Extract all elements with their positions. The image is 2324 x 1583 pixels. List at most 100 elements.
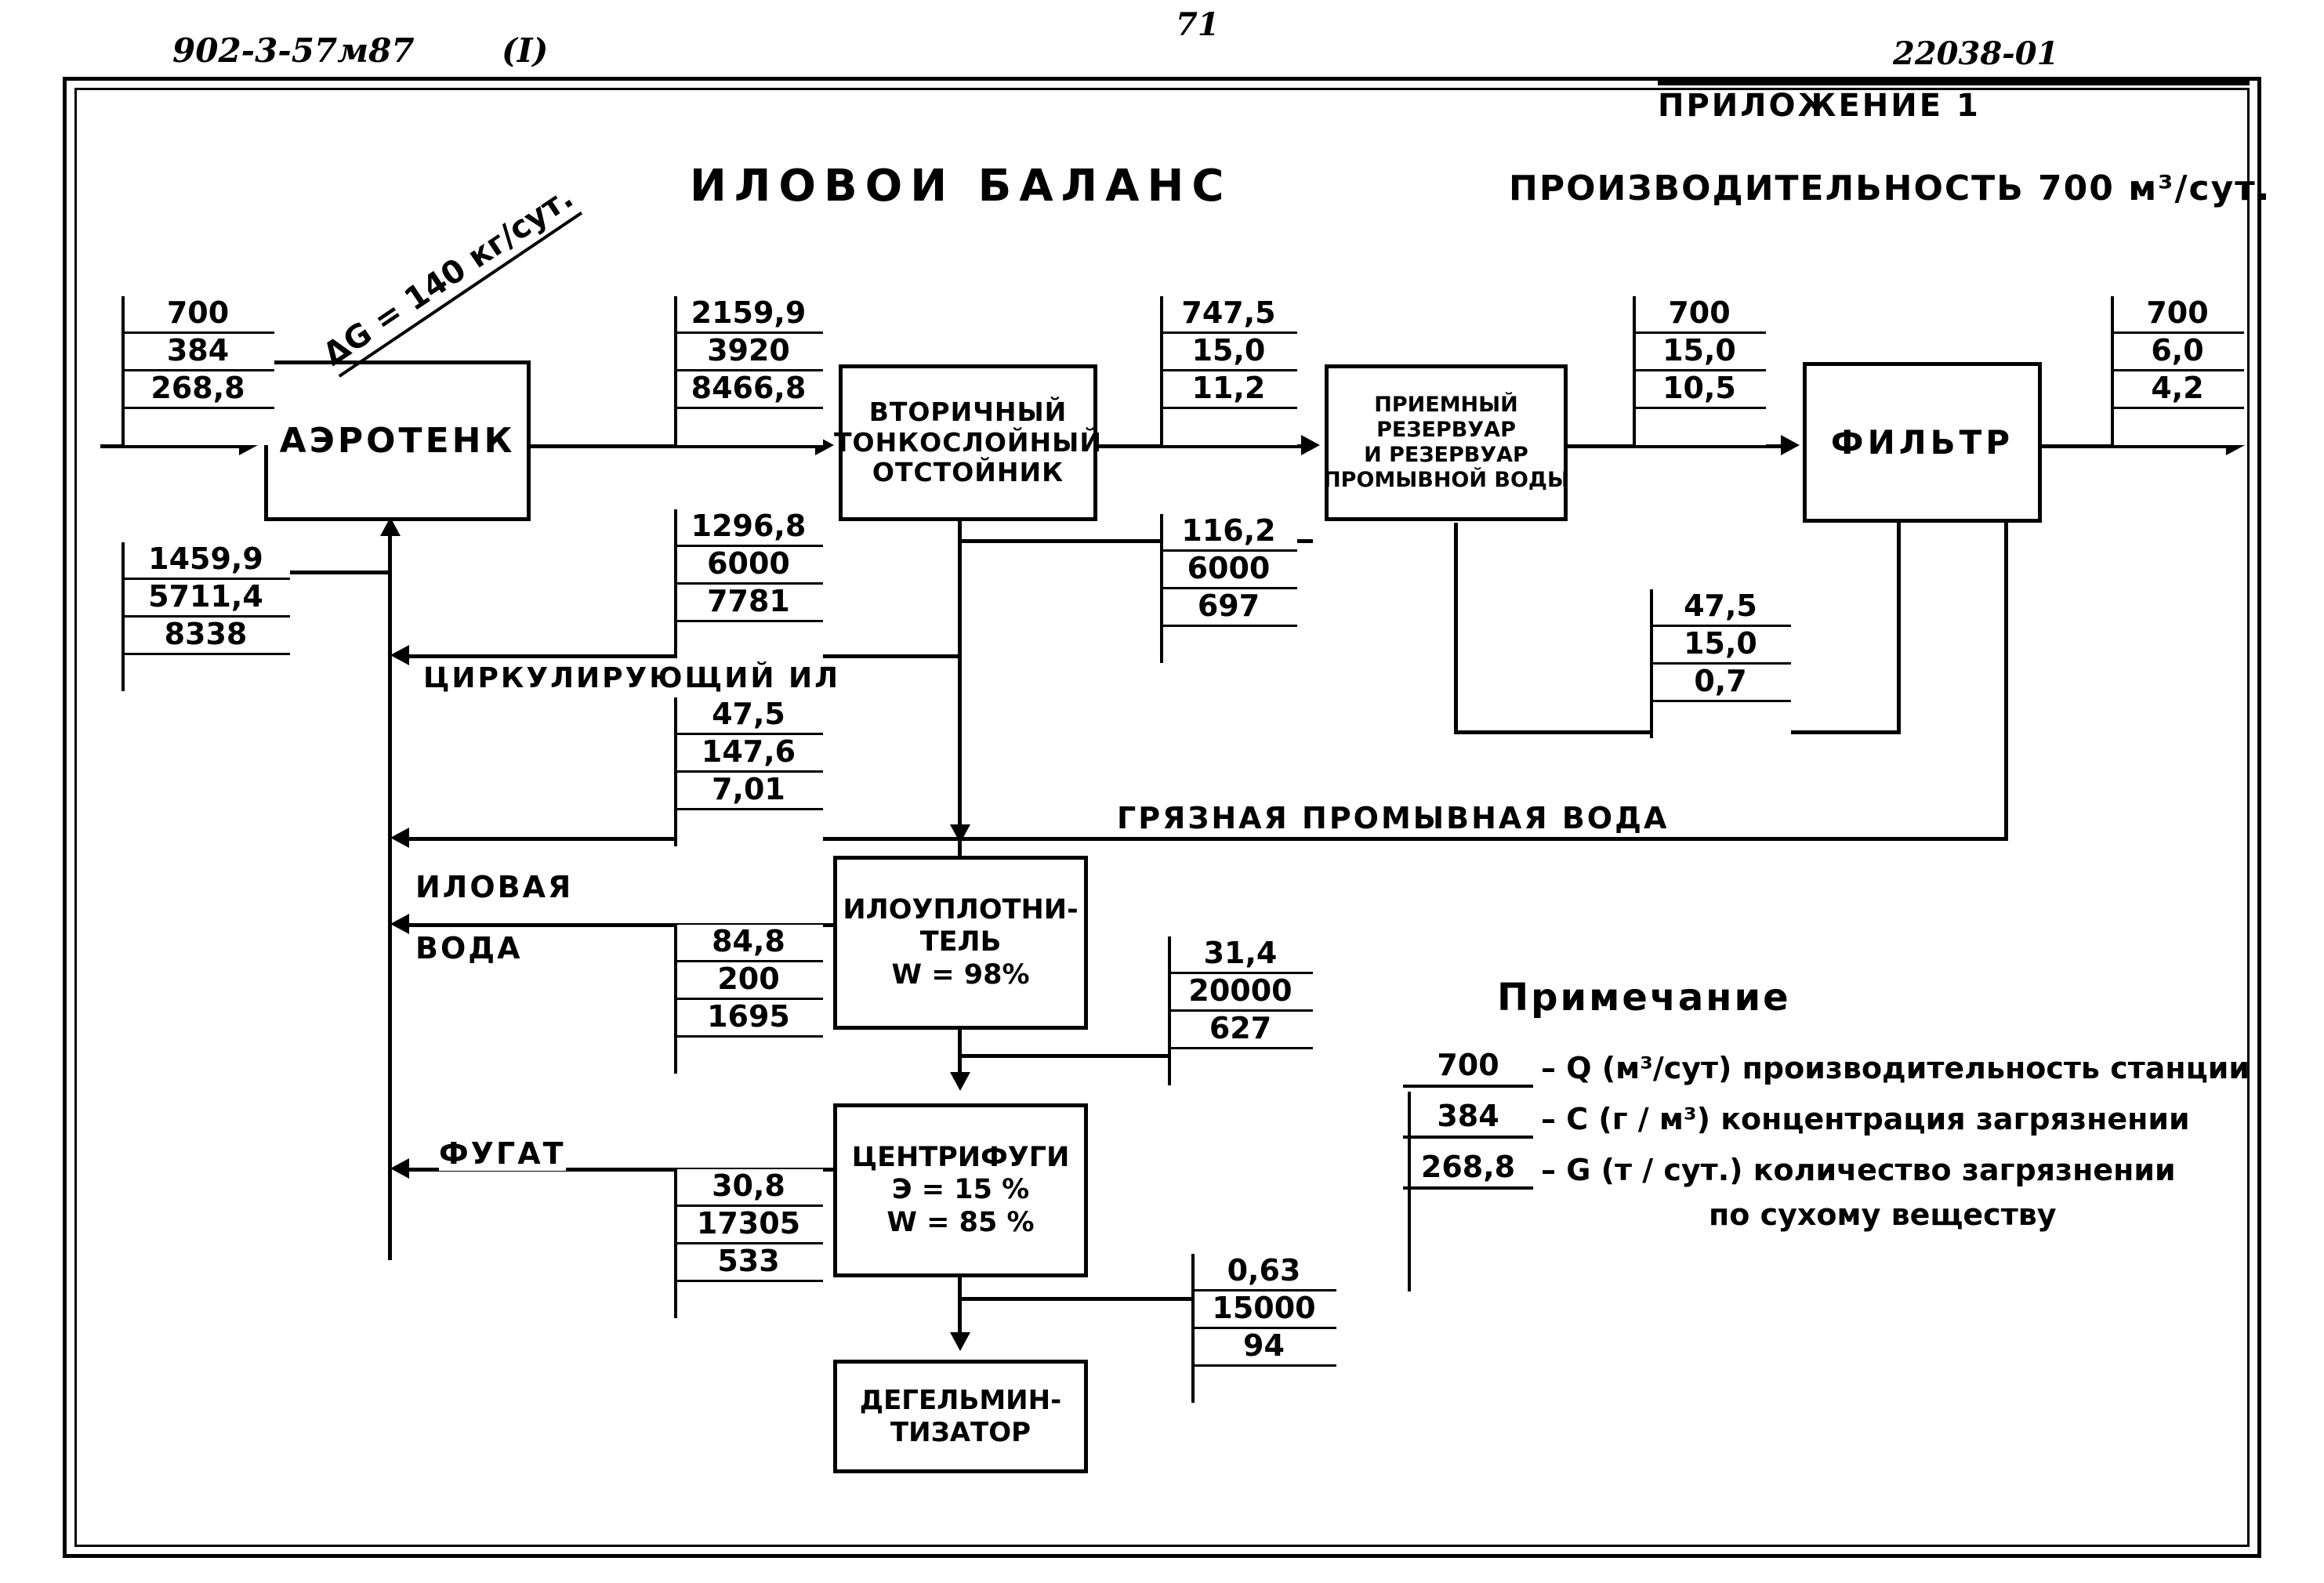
- capacity-title: ПРОИЗВОДИТЕЛЬНОСТЬ 700 м³/сут.: [1509, 168, 2271, 208]
- node-filter[interactable]: ФИЛЬТР: [1803, 362, 2042, 523]
- values-to-reservoir-g: 11,2: [1160, 371, 1297, 409]
- node-settler-line3: ОТСТОЙНИК: [872, 457, 1064, 488]
- dirty-wash-water-label: ГРЯЗНАЯ ПРОМЫВНАЯ ВОДА: [1117, 801, 1670, 835]
- note-row-g-text: – G (т / сут.) количество загрязнении: [1541, 1153, 2176, 1187]
- values-to-settler: 2159,9 3920 8466,8: [674, 296, 823, 445]
- values-to-reservoir-q: 747,5: [1160, 296, 1297, 334]
- values-fugate: 30,8 17305 533: [674, 1169, 823, 1318]
- values-wash-sludge-g: 697: [1160, 589, 1297, 627]
- values-return-sludge-c: 5711,4: [121, 580, 290, 618]
- values-thickened-c: 20000: [1168, 974, 1313, 1012]
- node-aerotank-label: АЭРОТЕНК: [279, 420, 516, 461]
- values-to-filter: 700 15,0 10,5: [1633, 296, 1766, 445]
- flow-line-inlet: [100, 444, 249, 448]
- flow-line-aerotank-settler: [531, 444, 825, 448]
- node-reservoir-line4: ПРОМЫВНОЙ ВОДЫ: [1323, 467, 1569, 492]
- node-reservoir-line1: ПРИЕМНЫЙ: [1374, 393, 1518, 418]
- arrow-to-filter: [1781, 435, 1800, 455]
- centrifuge-to-dehelm-line: [958, 1277, 962, 1340]
- sludge-water-label-2: ВОДА: [415, 931, 523, 965]
- values-fugate-q: 30,8: [674, 1169, 823, 1207]
- values-to-filter-g: 10,5: [1633, 371, 1766, 409]
- node-dehelm-line2: ТИЗАТОР: [890, 1416, 1031, 1448]
- node-centrifuges[interactable]: ЦЕНТРИФУГИ Э = 15 % W = 85 %: [833, 1103, 1088, 1277]
- values-inlet-bracket: [121, 296, 125, 445]
- values-inlet-c: 384: [121, 334, 274, 371]
- values-excess-sludge: 47,5 147,6 7,01: [674, 697, 823, 846]
- node-settler-line2: ТОНКОСЛОЙНЫЙ: [834, 426, 1102, 458]
- page-number: 71: [1176, 6, 1220, 43]
- values-circ-sludge-q: 1296,8: [674, 509, 823, 547]
- page-title: ИЛОВОИ БАЛАНС: [690, 161, 1232, 212]
- fugate-line: [409, 1168, 836, 1172]
- values-cake: 0,63 15000 94: [1191, 1254, 1336, 1403]
- values-inlet-q: 700: [121, 296, 274, 334]
- arrow-centrifuge-to-dehelm: [950, 1332, 970, 1351]
- note-bracket: [1408, 1092, 1411, 1291]
- dirty-wash-water-line: [409, 837, 2008, 841]
- circulating-sludge-label: ЦИРКУЛИРУЮЩИЙ ИЛ: [423, 662, 841, 694]
- return-line-riser: [388, 533, 392, 572]
- arrow-thickener-to-centrifuge: [950, 1072, 970, 1091]
- sludge-water-line: [409, 923, 836, 927]
- values-wash-water-g: 0,7: [1650, 665, 1791, 702]
- fugate-label: ФУГАТ: [439, 1136, 566, 1171]
- values-fugate-g: 533: [674, 1244, 823, 1282]
- values-excess-sludge-bracket: [674, 697, 677, 846]
- arrow-fugate: [390, 1158, 409, 1179]
- note-row-c: 384 – C (г / м³) концентрация загрязнени…: [1403, 1099, 2250, 1139]
- header-right-code: 22038-01: [1893, 35, 2059, 72]
- node-secondary-settler[interactable]: ВТОРИЧНЫЙ ТОНКОСЛОЙНЫЙ ОТСТОЙНИК: [834, 364, 1101, 521]
- sheet-frame-outer: [63, 77, 2261, 1558]
- values-fugate-bracket: [674, 1169, 677, 1318]
- values-to-reservoir-c: 15,0: [1160, 334, 1297, 371]
- node-thickener-line1: ИЛОУПЛОТНИ-: [843, 894, 1079, 926]
- settler-to-thickener-line: [958, 521, 962, 839]
- values-wash-sludge: 116,2 6000 697: [1160, 514, 1297, 663]
- node-aerotank[interactable]: АЭРОТЕНК: [264, 360, 531, 521]
- values-to-settler-c: 3920: [674, 334, 823, 371]
- values-fugate-c: 17305: [674, 1207, 823, 1244]
- values-circ-sludge: 1296,8 6000 7781: [674, 509, 823, 658]
- node-sludge-thickener[interactable]: ИЛОУПЛОТНИ- ТЕЛЬ W = 98%: [833, 856, 1088, 1030]
- node-dehelminthizer[interactable]: ДЕГЕЛЬМИН- ТИЗАТОР: [833, 1360, 1088, 1473]
- values-outlet-g: 4,2: [2111, 371, 2244, 409]
- arrow-to-reservoir: [1301, 435, 1320, 455]
- values-wash-sludge-bracket: [1160, 514, 1163, 663]
- node-thickener-line3: W = 98%: [891, 958, 1030, 991]
- values-wash-sludge-c: 6000: [1160, 552, 1297, 589]
- values-sludge-water-q: 84,8: [674, 925, 823, 962]
- appendix-label: ПРИЛОЖЕНИЕ 1: [1658, 88, 1981, 124]
- values-to-filter-q: 700: [1633, 296, 1766, 334]
- flow-line-filter-outlet: [2042, 444, 2238, 448]
- node-reservoir-line2: РЕЗЕРВУАР: [1376, 418, 1516, 443]
- note-title: Примечание: [1497, 976, 1791, 1020]
- values-cake-g: 94: [1191, 1329, 1336, 1367]
- values-outlet: 700 6,0 4,2: [2111, 296, 2244, 445]
- values-inlet-g: 268,8: [121, 371, 274, 409]
- values-cake-bracket: [1191, 1254, 1195, 1403]
- cake-line: [960, 1297, 1195, 1301]
- values-to-reservoir-bracket: [1160, 296, 1163, 445]
- values-excess-sludge-q: 47,5: [674, 697, 823, 735]
- values-to-filter-c: 15,0: [1633, 334, 1766, 371]
- values-thickened-bracket: [1168, 936, 1171, 1085]
- appendix-underline: [1658, 81, 2250, 85]
- note-row-q: 700 – Q (м³/сут) производительность стан…: [1403, 1048, 2250, 1088]
- values-outlet-bracket: [2111, 296, 2114, 445]
- note-row-q-text: – Q (м³/сут) производительность станции: [1541, 1051, 2250, 1085]
- wash-water-up-to-reservoir: [1454, 523, 1458, 734]
- node-centrifuge-line1: ЦЕНТРИФУГИ: [851, 1142, 1070, 1174]
- values-sludge-water-g: 1695: [674, 1000, 823, 1038]
- node-dehelm-line1: ДЕГЕЛЬМИН-: [859, 1385, 1062, 1417]
- values-excess-sludge-c: 147,6: [674, 735, 823, 773]
- sheet-frame-inner: [74, 88, 2250, 1547]
- note-block: Примечание 700 – Q (м³/сут) производител…: [1403, 976, 2250, 1291]
- flow-line-reservoir-filter: [1568, 444, 1789, 448]
- node-receiving-reservoir[interactable]: ПРИЕМНЫЙ РЕЗЕРВУАР И РЕЗЕРВУАР ПРОМЫВНОЙ…: [1323, 364, 1569, 521]
- values-inlet: 700 384 268,8: [121, 296, 274, 445]
- values-thickened-q: 31,4: [1168, 936, 1313, 974]
- node-centrifuge-line3: W = 85 %: [886, 1206, 1035, 1238]
- note-row-g-num: 268,8: [1403, 1150, 1533, 1190]
